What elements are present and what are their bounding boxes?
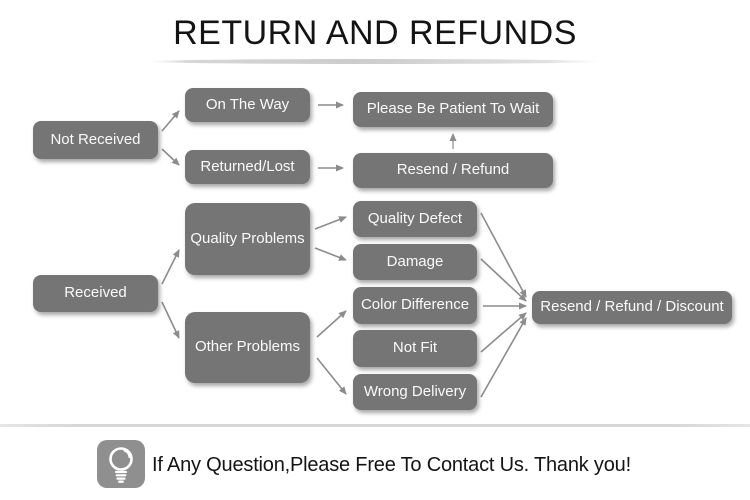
node-other-problems: Other Problems bbox=[185, 312, 310, 383]
node-please-be-patient-to-wait: Please Be Patient To Wait bbox=[353, 92, 553, 127]
node-resend-refund: Resend / Refund bbox=[353, 153, 553, 188]
arrow-quality-defect-to-discount bbox=[480, 212, 527, 298]
node-received: Received bbox=[33, 275, 158, 312]
arrow-wrong-delivery-to-discount bbox=[480, 317, 527, 398]
footer-message: If Any Question,Please Free To Contact U… bbox=[152, 453, 631, 476]
node-returned-lost: Returned/Lost bbox=[185, 150, 310, 184]
node-damage: Damage bbox=[353, 244, 477, 280]
footer-divider bbox=[0, 424, 750, 427]
node-color-difference: Color Difference bbox=[353, 287, 477, 324]
arrow-other-problems-to-wrong-delivery bbox=[316, 357, 347, 395]
lightbulb-icon bbox=[97, 440, 145, 488]
node-resend-refund-discount: Resend / Refund / Discount bbox=[532, 291, 732, 324]
title-underline-shadow bbox=[150, 59, 600, 64]
arrow-other-problems-to-color-difference bbox=[316, 310, 347, 338]
page-title: RETURN AND REFUNDS bbox=[173, 14, 577, 52]
node-wrong-delivery: Wrong Delivery bbox=[353, 374, 477, 410]
arrow-received-to-other-problems bbox=[161, 301, 180, 339]
arrow-not-received-to-on-the-way bbox=[161, 110, 180, 132]
node-on-the-way: On The Way bbox=[185, 88, 310, 122]
node-quality-problems: Quality Problems bbox=[185, 203, 310, 275]
arrow-not-fit-to-discount bbox=[480, 312, 527, 353]
arrow-not-received-to-returned-lost bbox=[161, 148, 180, 166]
arrow-quality-problems-to-quality-defect bbox=[314, 216, 347, 230]
arrow-damage-to-discount bbox=[480, 258, 527, 302]
node-not-received: Not Received bbox=[33, 121, 158, 159]
node-quality-defect: Quality Defect bbox=[353, 201, 477, 237]
arrow-received-to-quality-problems bbox=[161, 249, 180, 285]
node-not-fit: Not Fit bbox=[353, 330, 477, 367]
arrow-quality-problems-to-damage bbox=[314, 247, 347, 261]
